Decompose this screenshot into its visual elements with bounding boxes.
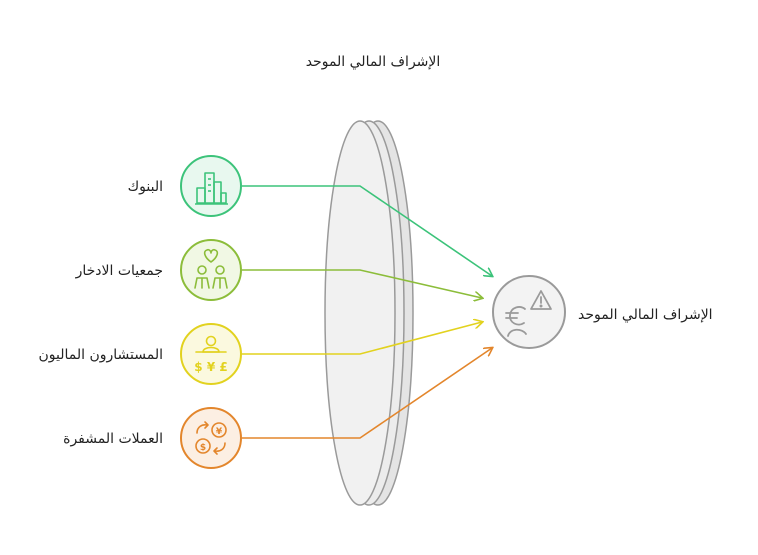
- svg-text:$: $: [200, 443, 206, 453]
- input-node-advisors: $ ¥ £ المستشارون الماليون: [39, 323, 242, 385]
- lens-shape: [324, 120, 414, 506]
- svg-text:$ ¥ £: $ ¥ £: [194, 360, 227, 374]
- currency-exchange-icon: ¥ $: [195, 421, 227, 455]
- buildings-icon: [195, 172, 228, 205]
- svg-text:¥: ¥: [216, 427, 223, 437]
- input-node-crypto: ¥ $ العملات المشفرة: [63, 407, 242, 469]
- arrow-advisors: [242, 322, 482, 355]
- arrow-savings: [242, 269, 482, 298]
- connector-arrows: [242, 185, 492, 439]
- advisor-currency-icon: $ ¥ £: [194, 335, 228, 374]
- input-node-banks: البنوك: [128, 155, 242, 217]
- output-node: الإشراف المالي الموحد: [492, 275, 713, 349]
- input-label-savings: جمعيات الادخار: [75, 263, 163, 279]
- input-label-crypto: العملات المشفرة: [63, 431, 163, 447]
- input-label-banks: البنوك: [128, 179, 163, 195]
- diagram-title: الإشراف المالي الموحد: [306, 54, 441, 70]
- arrow-banks: [242, 185, 492, 276]
- output-label: الإشراف المالي الموحد: [578, 307, 713, 323]
- input-label-advisors: المستشارون الماليون: [39, 347, 164, 363]
- community-people-icon: [194, 248, 228, 289]
- arrow-crypto: [242, 348, 492, 439]
- euro-alert-icon: [505, 290, 552, 337]
- input-node-savings: جمعيات الادخار: [75, 239, 242, 301]
